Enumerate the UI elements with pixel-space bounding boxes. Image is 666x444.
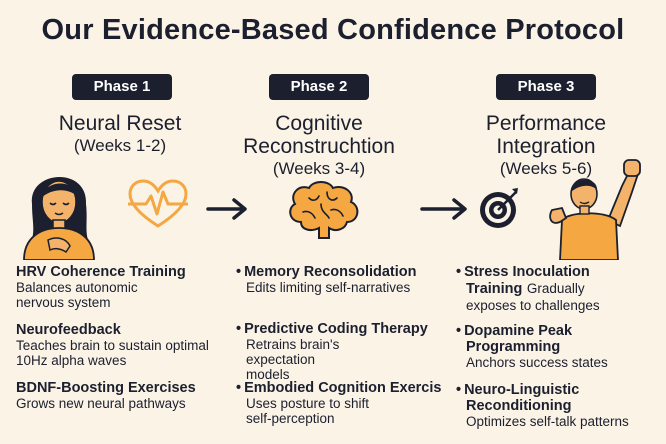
brain-icon bbox=[289, 181, 359, 239]
item-description: Balances autonomic nervous system bbox=[16, 280, 138, 310]
phase-1-name: Neural Reset bbox=[58, 112, 182, 135]
phase-2-item-3: •Embodied Cognition Exercis Uses posture… bbox=[236, 380, 460, 426]
item-title: Stress Inoculation bbox=[464, 264, 590, 280]
item-description: Retrains brain's expectation models bbox=[246, 337, 340, 382]
bullet: • bbox=[456, 264, 462, 280]
man-raising-fist-icon bbox=[549, 159, 641, 260]
phase-3-name-line2: Integration bbox=[496, 135, 596, 158]
phase-3-weeks: (Weeks 5-6) bbox=[499, 159, 593, 178]
phase-1-item-3: BDNF-Boosting Exercises Grows new neural… bbox=[16, 380, 226, 411]
arrow-right-icon bbox=[206, 198, 247, 220]
bullet: • bbox=[236, 321, 242, 337]
phase-3-item-3: •Neuro-Linguistic Reconditioning Optimiz… bbox=[456, 382, 660, 429]
phase-2-weeks: (Weeks 3-4) bbox=[272, 159, 366, 178]
bullet: • bbox=[456, 382, 462, 398]
phase-1-item-1: HRV Coherence Training Balances autonomi… bbox=[16, 264, 226, 310]
phase-3-name-line1: Performance bbox=[485, 112, 607, 135]
phase-2-badge: Phase 2 bbox=[269, 74, 369, 100]
page-title: Our Evidence-Based Confidence Protocol bbox=[41, 14, 625, 46]
phase-3-item-2: •Dopamine Peak Programming Anchors succe… bbox=[456, 323, 660, 370]
phase-2-item-2: •Predictive Coding Therapy Retrains brai… bbox=[236, 321, 460, 382]
phase-3-item-1: •Stress Inoculation Training Gradually e… bbox=[456, 264, 660, 313]
arrow-right-icon bbox=[420, 198, 467, 220]
item-title: Dopamine Peak bbox=[464, 323, 573, 339]
item-title: Neurofeedback bbox=[16, 322, 121, 338]
phase-2-name-line2: Reconstruchtion bbox=[243, 135, 395, 158]
bullet: • bbox=[236, 380, 242, 396]
item-title: Predictive Coding Therapy bbox=[244, 321, 428, 337]
target-icon bbox=[480, 188, 518, 228]
item-title: Neuro-Linguistic bbox=[464, 382, 580, 398]
phase-1-item-2: Neurofeedback Teaches brain to sustain o… bbox=[16, 322, 226, 368]
item-description: Grows new neural pathways bbox=[16, 396, 186, 411]
item-description: Uses posture to shift self-perception bbox=[246, 396, 370, 426]
phase-1-weeks: (Weeks 1-2) bbox=[73, 136, 167, 155]
item-description: Teaches brain to sustain optimal 10Hz al… bbox=[16, 338, 209, 368]
item-title: Training bbox=[466, 281, 523, 297]
phase-1-badge: Phase 1 bbox=[72, 74, 172, 100]
item-title: HRV Coherence Training bbox=[16, 264, 186, 280]
item-description: Anchors success states bbox=[466, 355, 608, 370]
bullet: • bbox=[456, 323, 462, 339]
phase-2-item-1: •Memory Reconsolidation Edits limiting s… bbox=[236, 264, 454, 295]
item-title: Memory Reconsolidation bbox=[244, 264, 417, 280]
woman-meditating-icon bbox=[23, 176, 95, 260]
item-description: exposes to challenges bbox=[466, 298, 600, 313]
bullet: • bbox=[236, 264, 242, 280]
heartbeat-icon bbox=[128, 179, 188, 228]
item-title: BDNF-Boosting Exercises bbox=[16, 380, 196, 396]
item-title: Embodied Cognition Exercis bbox=[244, 380, 442, 396]
item-description: Optimizes self-talk patterns bbox=[466, 414, 629, 429]
item-title: Reconditioning bbox=[466, 398, 572, 414]
item-description: Edits limiting self-narratives bbox=[246, 280, 411, 295]
item-title: Programming bbox=[466, 339, 561, 355]
phase-3-badge: Phase 3 bbox=[496, 74, 596, 100]
item-description: Gradually bbox=[526, 281, 585, 296]
phase-2-name-line1: Cognitive bbox=[275, 112, 363, 135]
